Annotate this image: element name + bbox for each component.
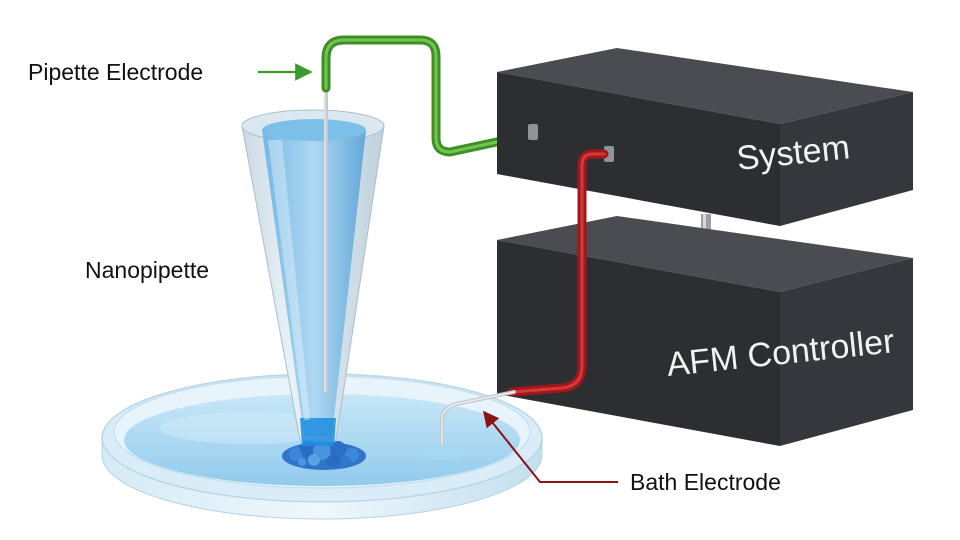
cell-sample (282, 441, 366, 470)
bath-electrode-label: Bath Electrode (630, 469, 781, 495)
nanopipette-label: Nanopipette (85, 257, 209, 283)
system-ports (528, 124, 614, 162)
pipette-electrode-label: Pipette Electrode (28, 59, 203, 85)
bath-electrode-wire (418, 149, 609, 460)
afm-controller-box (497, 216, 913, 446)
petri-dish (101, 373, 543, 520)
system-box (497, 48, 913, 226)
nanopipette (241, 109, 385, 446)
bath-electrode-arrow (483, 410, 618, 483)
